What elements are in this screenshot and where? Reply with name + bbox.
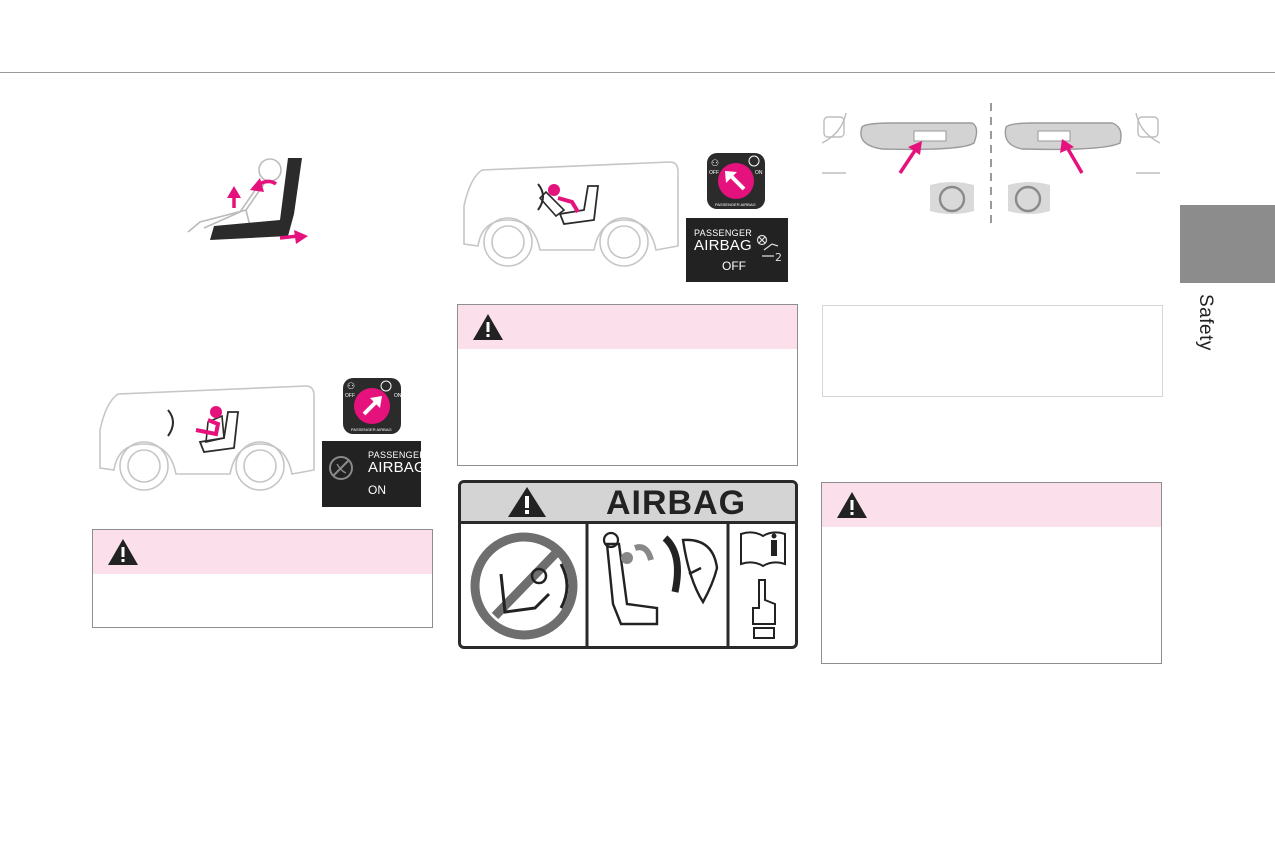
- airbag-switch-knob-off: ⚇: [707, 153, 765, 209]
- car-rear-facing-child-seat-illustration: [463, 161, 679, 267]
- airbag-label-header: AIRBAG: [461, 483, 795, 524]
- off-label-state: OFF: [722, 259, 746, 273]
- car-forward-child-seat-illustration: [99, 385, 315, 491]
- warning-header-right: [822, 483, 1161, 527]
- warning-header: [93, 530, 432, 574]
- passenger-airbag-off-label: PASSENGER AIRBAG OFF 2: [686, 218, 788, 282]
- warning-box-right: [821, 482, 1162, 664]
- knob-off-text: OFF: [345, 393, 355, 399]
- section-tab-label: Safety: [1195, 294, 1216, 351]
- svg-text:2: 2: [775, 251, 782, 262]
- airbag-switch-knob-on: ⚇: [343, 378, 401, 434]
- warning-box-middle: [457, 304, 798, 466]
- warning-triangle-icon: [108, 539, 138, 565]
- warning-triangle-icon: [473, 314, 503, 340]
- sun-visor-label-location-illustration: [822, 103, 1160, 228]
- on-label-line1: PASSENGER: [368, 450, 427, 460]
- airbag-off-pictogram-icon: 2: [756, 234, 782, 262]
- warning-triangle-icon: [837, 492, 867, 518]
- warning-triangle-icon: [508, 487, 546, 517]
- header-rule: [0, 72, 1275, 73]
- knob-on-text: ON: [394, 393, 402, 399]
- knob-ring-text: PASSENGER AIRBAG: [351, 427, 392, 432]
- off-label-line1: PASSENGER: [694, 228, 753, 238]
- seat-adjustment-illustration: [187, 158, 308, 244]
- no-rear-facing-child-seat-icon: [470, 532, 578, 640]
- airbag-deploy-pictogram-icon: [602, 531, 719, 626]
- pointing-hand-icon: [752, 579, 776, 639]
- manual-info-icon: [740, 531, 786, 568]
- knob-on-text-2: ON: [755, 170, 763, 176]
- airbag-label-panels: [470, 524, 786, 646]
- off-label-line2: AIRBAG: [694, 237, 752, 254]
- warning-header-middle: [458, 305, 797, 349]
- on-label-line2: AIRBAG: [368, 459, 426, 476]
- warning-box-left: [92, 529, 433, 628]
- no-child-seat-icon: [329, 456, 353, 480]
- airbag-sun-visor-label: AIRBAG: [458, 480, 798, 649]
- on-label-state: ON: [368, 483, 386, 497]
- section-tab[interactable]: [1180, 205, 1275, 283]
- note-box-right: [822, 305, 1163, 397]
- knob-off-text-2: OFF: [709, 170, 719, 176]
- svg-text:⚇: ⚇: [347, 382, 355, 392]
- airbag-label-title: AIRBAG: [606, 484, 747, 522]
- knob-ring-text-2: PASSENGER AIRBAG: [715, 202, 756, 207]
- passenger-airbag-on-label: PASSENGER AIRBAG ON: [322, 441, 426, 507]
- svg-text:⚇: ⚇: [711, 159, 719, 169]
